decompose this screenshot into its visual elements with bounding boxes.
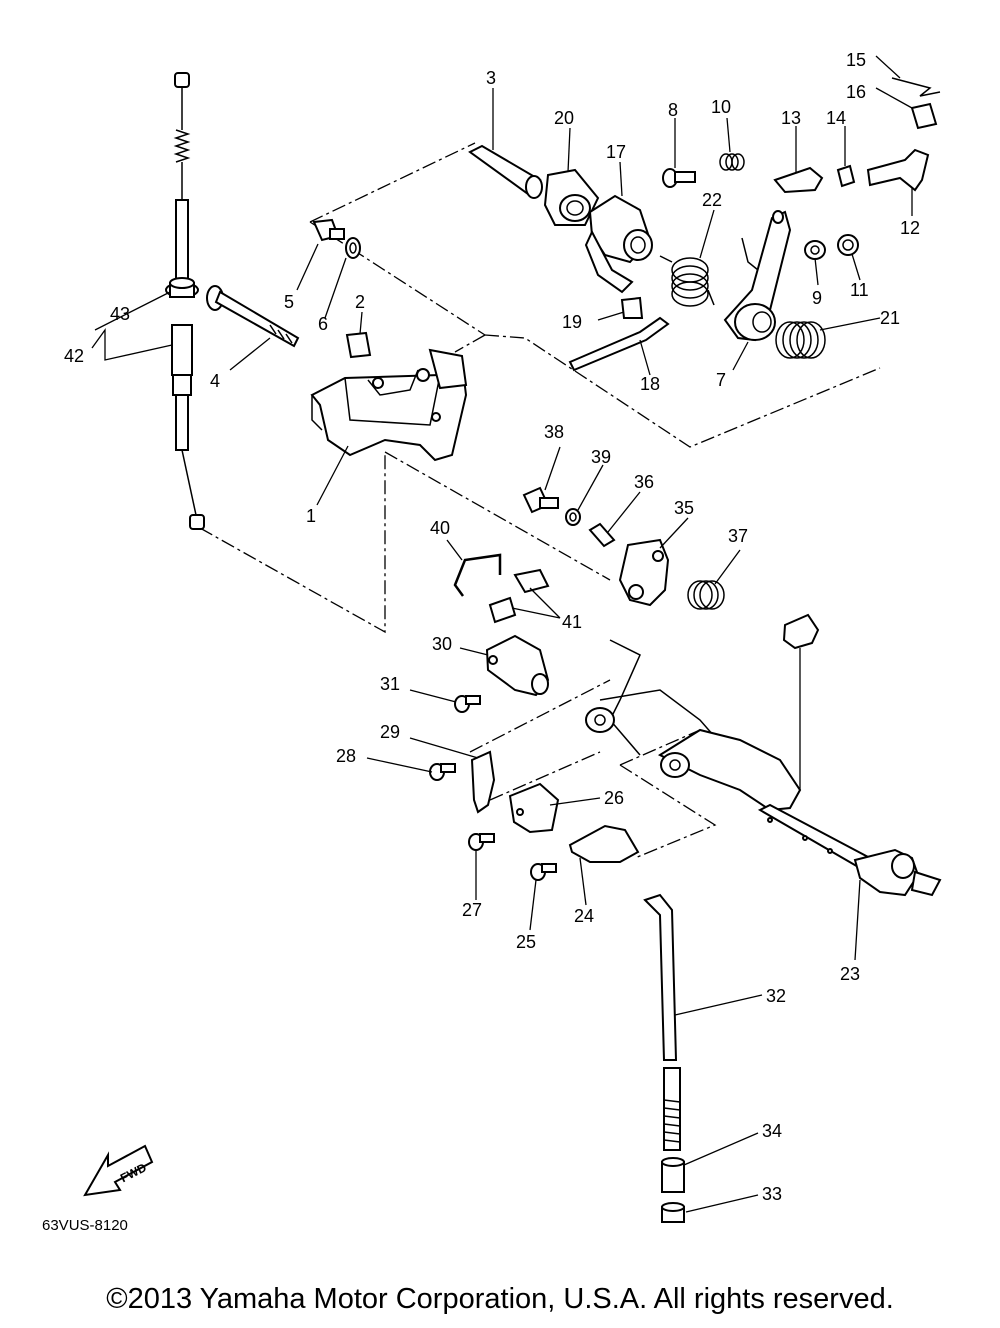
callout-9: 9 xyxy=(812,288,822,308)
shift-bracket-fasteners xyxy=(206,218,372,359)
exploded-parts-diagram: FWD 63VUS-8120 xyxy=(42,50,942,1234)
callout-22: 22 xyxy=(702,190,722,210)
callout-10: 10 xyxy=(711,97,731,117)
shift-cable xyxy=(165,72,205,530)
callout-23: 23 xyxy=(840,964,860,984)
shift-detent-assembly xyxy=(522,486,725,610)
callout-26: 26 xyxy=(604,788,624,808)
callout-25: 25 xyxy=(516,932,536,952)
callout-1: 1 xyxy=(306,506,316,526)
callout-6: 6 xyxy=(318,314,328,334)
callout-2: 2 xyxy=(355,292,365,312)
callout-19: 19 xyxy=(562,312,582,332)
shift-lever-7 xyxy=(723,166,824,342)
callout-12: 12 xyxy=(900,218,920,238)
callout-15: 15 xyxy=(846,50,866,70)
forward-direction-icon: FWD xyxy=(83,1144,154,1197)
callout-13: 13 xyxy=(781,108,801,128)
callout-21: 21 xyxy=(880,308,900,328)
callout-30: 30 xyxy=(432,634,452,654)
callout-numbers: 1 2 3 4 5 6 7 8 9 10 11 12 13 14 15 16 1… xyxy=(64,50,920,1204)
callout-32: 32 xyxy=(766,986,786,1006)
callout-3: 3 xyxy=(486,68,496,88)
callout-5: 5 xyxy=(284,292,294,312)
callout-37: 37 xyxy=(728,526,748,546)
screw-and-spring xyxy=(662,153,745,188)
callout-39: 39 xyxy=(591,447,611,467)
callout-34: 34 xyxy=(762,1121,782,1141)
diagram-code: 63VUS-8120 xyxy=(42,1217,128,1234)
shift-lever-30 xyxy=(454,634,550,713)
spring-22 xyxy=(659,255,715,307)
callout-29: 29 xyxy=(380,722,400,742)
callout-40: 40 xyxy=(430,518,450,538)
cable-end-cap xyxy=(174,72,190,88)
wire-clip-assembly xyxy=(453,553,550,624)
callout-7: 7 xyxy=(716,370,726,390)
callout-35: 35 xyxy=(674,498,694,518)
callout-20: 20 xyxy=(554,108,574,128)
callout-28: 28 xyxy=(336,746,356,766)
assembly-outline-lines xyxy=(199,142,881,859)
lower-cam-hardware xyxy=(468,782,640,881)
cable-end-bushing xyxy=(189,514,205,530)
callout-leader-lines xyxy=(91,55,913,1213)
shift-rod-32 xyxy=(643,893,685,1223)
shift-rod-18 xyxy=(568,316,670,372)
shift-bracket xyxy=(310,348,468,462)
callout-31: 31 xyxy=(380,674,400,694)
callout-4: 4 xyxy=(210,371,220,391)
callout-36: 36 xyxy=(634,472,654,492)
callout-27: 27 xyxy=(462,900,482,920)
spring-21 xyxy=(775,321,826,359)
callout-42: 42 xyxy=(64,346,84,366)
callout-14: 14 xyxy=(826,108,846,128)
callout-43: 43 xyxy=(110,304,130,324)
shift-shaft-23 xyxy=(585,613,942,897)
callout-16: 16 xyxy=(846,82,866,102)
cable-rod xyxy=(175,199,189,281)
callout-38: 38 xyxy=(544,422,564,442)
callout-11: 11 xyxy=(850,280,869,300)
callout-33: 33 xyxy=(762,1184,782,1204)
callout-24: 24 xyxy=(574,906,594,926)
shift-cam-assembly xyxy=(468,144,653,319)
callout-17: 17 xyxy=(606,142,626,162)
small-hardware-upper-right xyxy=(804,77,941,260)
callout-41: 41 xyxy=(562,612,582,632)
bracket-29 xyxy=(429,750,496,814)
callout-18: 18 xyxy=(640,374,660,394)
callout-8: 8 xyxy=(668,100,678,120)
copyright-notice: ©2013 Yamaha Motor Corporation, U.S.A. A… xyxy=(106,1283,894,1315)
